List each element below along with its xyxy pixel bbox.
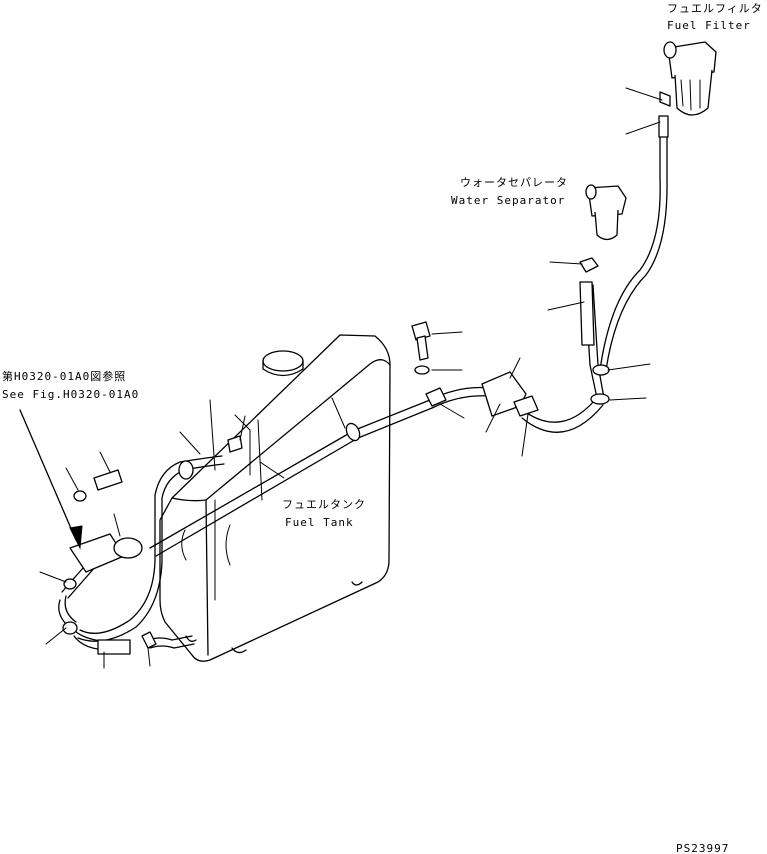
fuel-filter-label-jp: フュエルフィルタ (667, 2, 763, 15)
water-separator-label-jp: ウォータセパレータ (460, 176, 568, 189)
drain-valve-assembly (411, 321, 539, 417)
see-fig-label-jp: 第H0320-01A0図参照 (2, 369, 126, 383)
water-separator-label-en: Water Separator (451, 194, 565, 207)
fuel-tank-label-en: Fuel Tank (285, 516, 354, 529)
leader-lines (19, 87, 663, 669)
see-fig-label-en: See Fig.H0320-01A0 (2, 388, 139, 401)
water-separator (579, 184, 627, 405)
fuel-filter-label-en: Fuel Filter (667, 19, 751, 32)
fuel-filter (658, 41, 717, 138)
fuel-tank-label-jp: フュエルタンク (282, 498, 366, 511)
fuel-tank (159, 334, 391, 662)
left-fitting-assembly (62, 460, 194, 655)
drawing-number: PS23997 (676, 842, 729, 854)
